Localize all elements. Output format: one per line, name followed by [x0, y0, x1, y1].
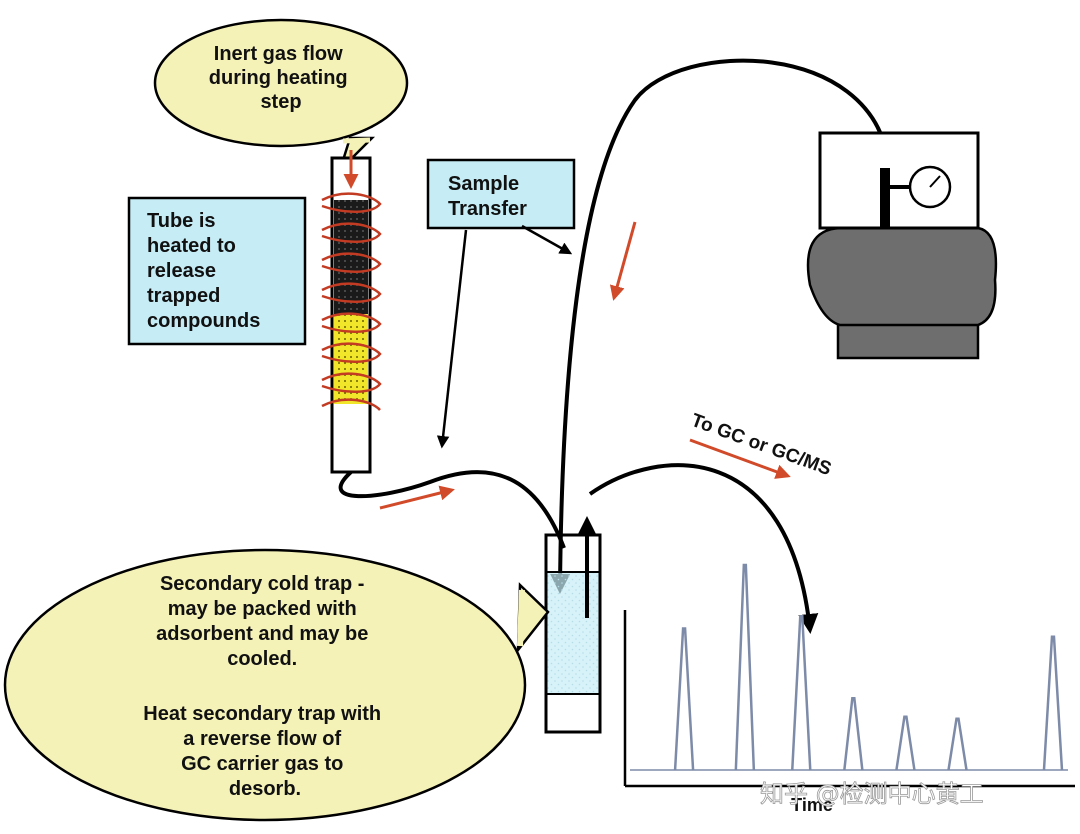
black-sorbent-bed [334, 200, 368, 314]
secondary-cold-trap [544, 516, 602, 734]
carrier-flow-arrow [609, 221, 637, 301]
chromatogram-peak-7 [1042, 635, 1064, 771]
chromatogram: Time [623, 563, 1075, 815]
watermark-text: 知乎 @检测中心黄工 [760, 780, 984, 808]
to-gc-arrow [689, 438, 791, 479]
chromatogram-peak-2 [734, 563, 756, 771]
chromatogram-peak-4 [843, 697, 864, 771]
heating-coil [321, 192, 382, 411]
transfer-line [338, 470, 566, 549]
inert-gas-bubble: Inert gas flow during heating step [153, 18, 409, 171]
regulator-box [818, 131, 980, 230]
carrier-gas-line [550, 58, 890, 594]
sample-transfer-pointer-right [521, 224, 573, 255]
sample-transfer-text: Sample Transfer [448, 173, 527, 220]
chromatogram-peak-3 [791, 615, 812, 771]
gas-cylinder [806, 131, 998, 360]
cold-trap-text: Secondary cold trap - may be packed with… [143, 573, 386, 800]
time-axis-label: Time [791, 795, 833, 815]
transfer-flow-arrow [379, 485, 455, 510]
cold-trap-bubble: Secondary cold trap - may be packed with… [3, 548, 550, 822]
sample-transfer-box: Sample Transfer [426, 158, 576, 449]
sorbent-tube [321, 150, 382, 474]
chromatogram-peak-5 [895, 715, 916, 771]
chromatogram-peak-1 [673, 627, 695, 771]
sample-transfer-pointer-down [436, 229, 468, 449]
tube-heated-text: Tube is heated to release trapped compou… [147, 210, 260, 332]
gc-outlet-line [588, 463, 819, 634]
chromatogram-peak-6 [947, 717, 968, 771]
tube-heated-box: Tube is heated to release trapped compou… [127, 196, 307, 346]
yellow-sorbent-bed [334, 314, 368, 404]
inert-gas-text: Inert gas flow during heating step [209, 43, 353, 113]
chromatogram-peaks [673, 563, 1064, 771]
